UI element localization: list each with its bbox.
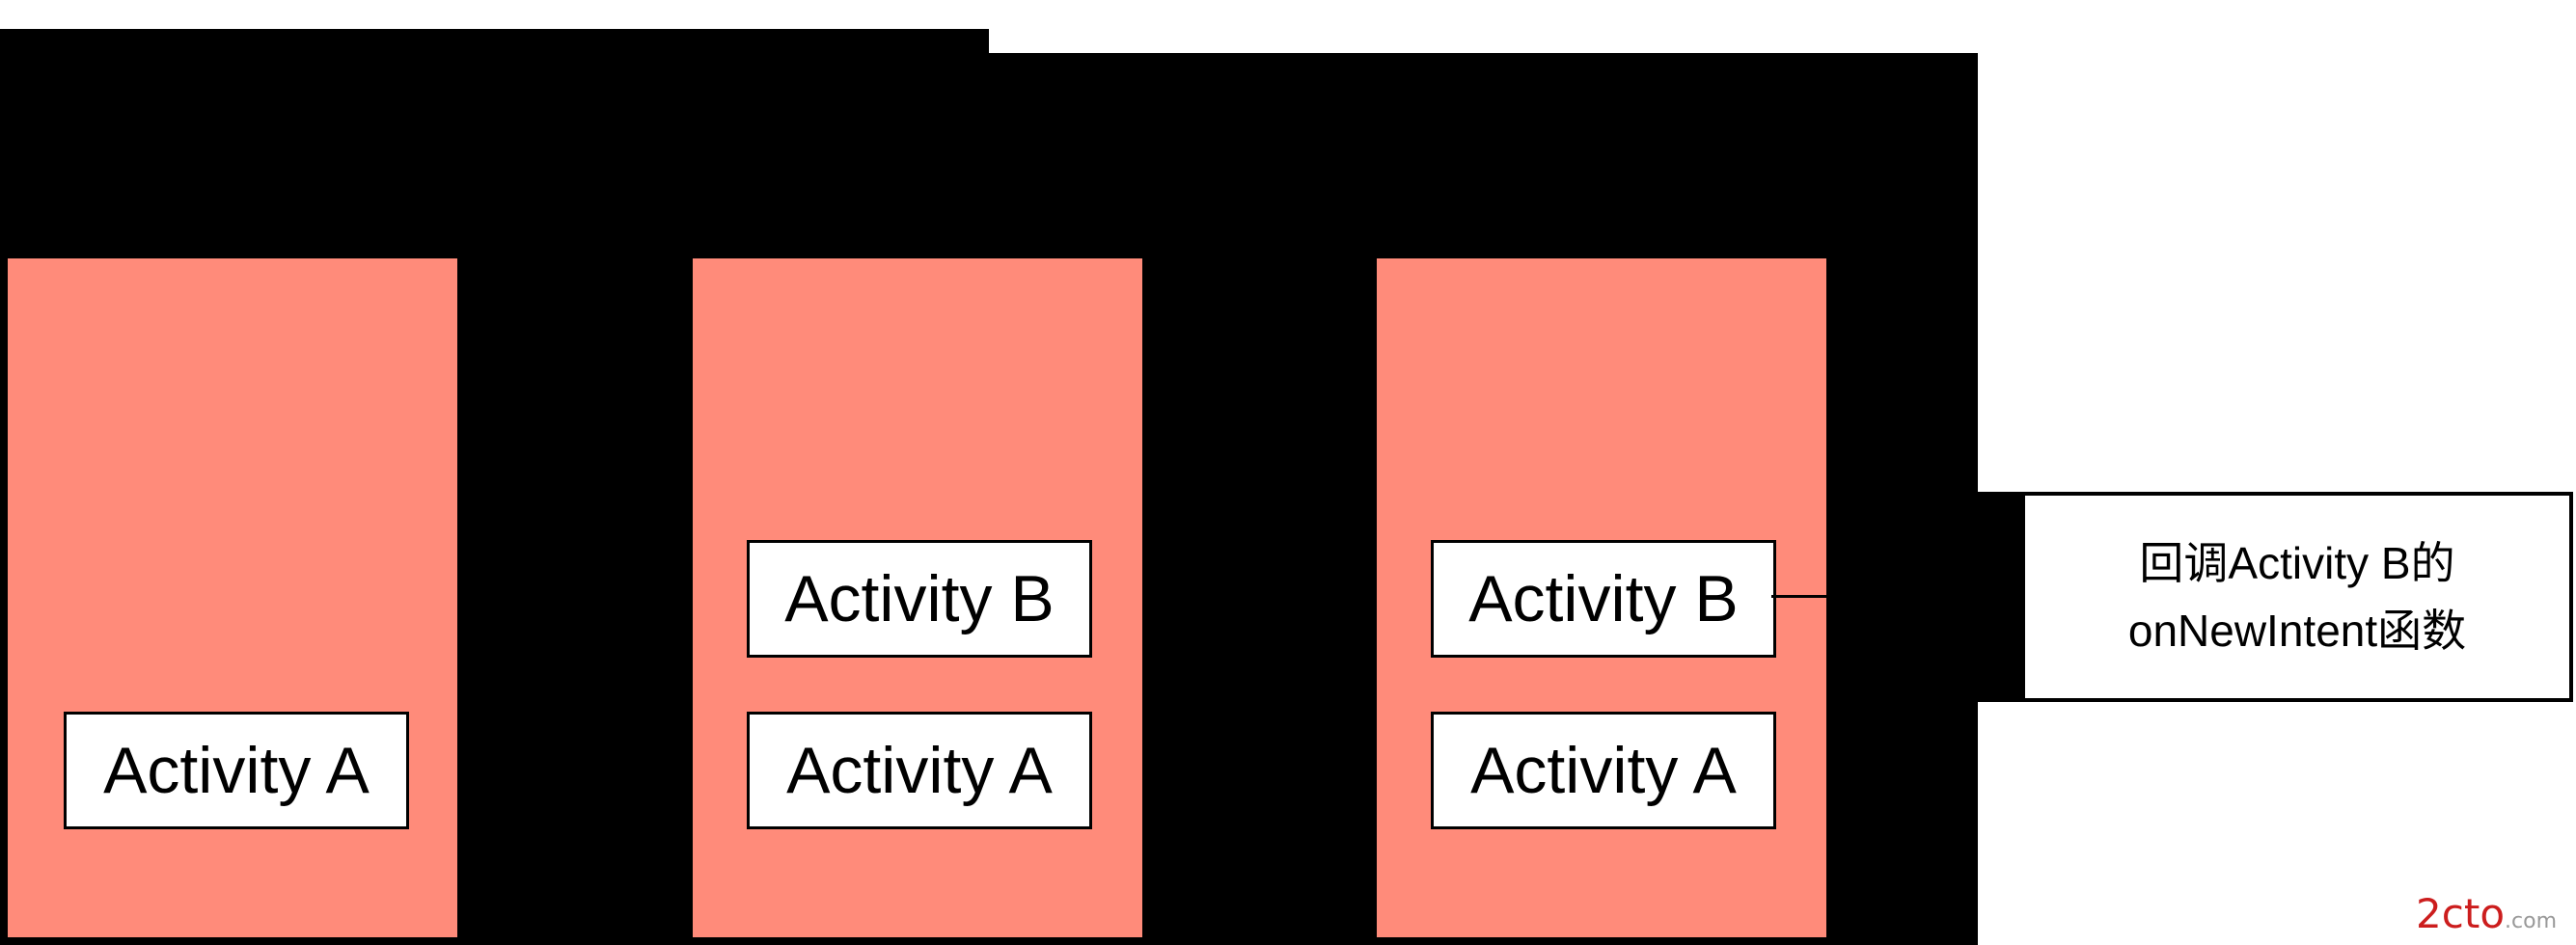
activity-box: Activity A — [1431, 712, 1776, 829]
task-stack-1: Activity A — [5, 256, 460, 940]
task-stack-3: Activity B Activity A — [1374, 256, 1829, 940]
callout-line-2: onNewIntent函数 — [2127, 606, 2467, 656]
watermark-domain: .com — [2505, 909, 2557, 933]
watermark-logo: 2cto.com — [2416, 890, 2557, 937]
black-right-strip — [1978, 492, 2026, 702]
task-stack-2: Activity B Activity A — [690, 256, 1145, 940]
activity-box: Activity A — [747, 712, 1092, 829]
top-black-band-left — [0, 29, 989, 260]
activity-box: Activity B — [747, 540, 1092, 658]
callout-connector-line — [1771, 595, 1829, 598]
callout-box: 回调Activity B的 onNewIntent函数 — [2021, 492, 2573, 702]
top-black-band-right — [984, 53, 1978, 260]
activity-box: Activity A — [64, 712, 409, 829]
activity-box: Activity B — [1431, 540, 1776, 658]
callout-line-1: 回调Activity B的 — [2139, 538, 2455, 588]
watermark-brand: 2cto — [2416, 890, 2506, 937]
